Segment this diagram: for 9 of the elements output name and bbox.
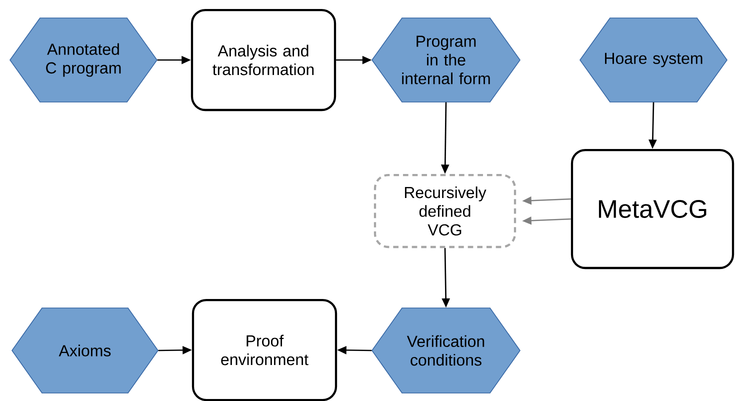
- hexagon-node: Axioms: [12, 308, 158, 394]
- hexagon-node: Annotated C program: [10, 18, 158, 102]
- hexagon-node: Verification conditions: [372, 308, 520, 394]
- process-box: MetaVCG: [570, 148, 734, 270]
- process-box: Analysis and transformation: [190, 8, 336, 112]
- hexagon-node: Program in the internal form: [372, 18, 520, 102]
- process-box: Proof environment: [192, 298, 338, 401]
- hexagon-node: Hoare system: [580, 18, 728, 102]
- dashed-box: Recursively defined VCG: [374, 174, 516, 248]
